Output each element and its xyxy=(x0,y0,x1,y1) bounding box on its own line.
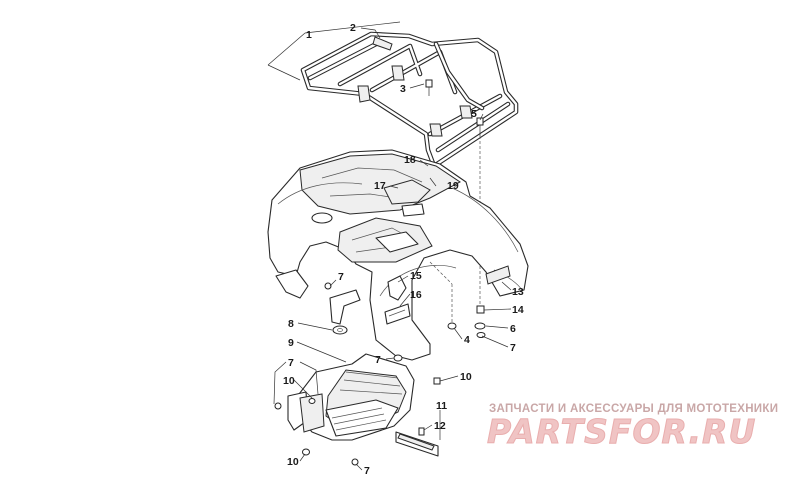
fender-right-hardware xyxy=(447,305,486,338)
callout-10-footwell-right: 10 xyxy=(460,371,472,383)
callout-7-footwell-left: 7 xyxy=(288,357,294,369)
callout-12: 12 xyxy=(434,420,446,432)
callout-18: 18 xyxy=(404,154,416,166)
callout-17: 17 xyxy=(374,180,386,192)
callout-8: 8 xyxy=(288,318,294,330)
rack-assembly-bracket xyxy=(267,21,401,81)
callout-labels: 1 2 3 5 18 19 17 7 15 16 13 14 6 7 8 4 9… xyxy=(283,22,524,477)
callout-3: 3 xyxy=(400,83,406,95)
callout-7-bottom: 7 xyxy=(364,465,370,477)
callout-2: 2 xyxy=(350,22,356,34)
callout-14: 14 xyxy=(512,304,524,316)
callout-1: 1 xyxy=(306,29,312,41)
fender-left-hardware xyxy=(324,282,361,335)
callout-7-fender-right: 7 xyxy=(510,342,516,354)
callout-5: 5 xyxy=(471,108,477,120)
watermark-logo: PARTSFOR.RU xyxy=(486,412,757,452)
watermark-subtitle: ЗАПЧАСТИ И АКСЕССУАРЫ ДЛЯ МОТОТЕХНИКИ xyxy=(489,403,779,415)
callout-6: 6 xyxy=(510,323,516,335)
callout-16: 16 xyxy=(410,289,422,301)
callout-15: 15 xyxy=(410,270,422,282)
callout-7-footwell-top: 7 xyxy=(375,354,381,366)
callout-leaders xyxy=(273,27,512,471)
footwell-panel xyxy=(274,353,441,466)
callout-7-fender-left: 7 xyxy=(338,271,344,283)
callout-13: 13 xyxy=(512,286,524,298)
rear-cargo-rack xyxy=(300,31,519,169)
callout-19: 19 xyxy=(447,180,459,192)
footrest-bracket xyxy=(395,410,441,457)
callout-10-footwell-left: 10 xyxy=(283,375,295,387)
callout-9: 9 xyxy=(288,337,294,349)
rear-fender-body xyxy=(267,149,529,361)
callout-4: 4 xyxy=(464,334,470,346)
callout-11: 11 xyxy=(436,400,447,412)
callout-10-bottom: 10 xyxy=(287,456,299,468)
